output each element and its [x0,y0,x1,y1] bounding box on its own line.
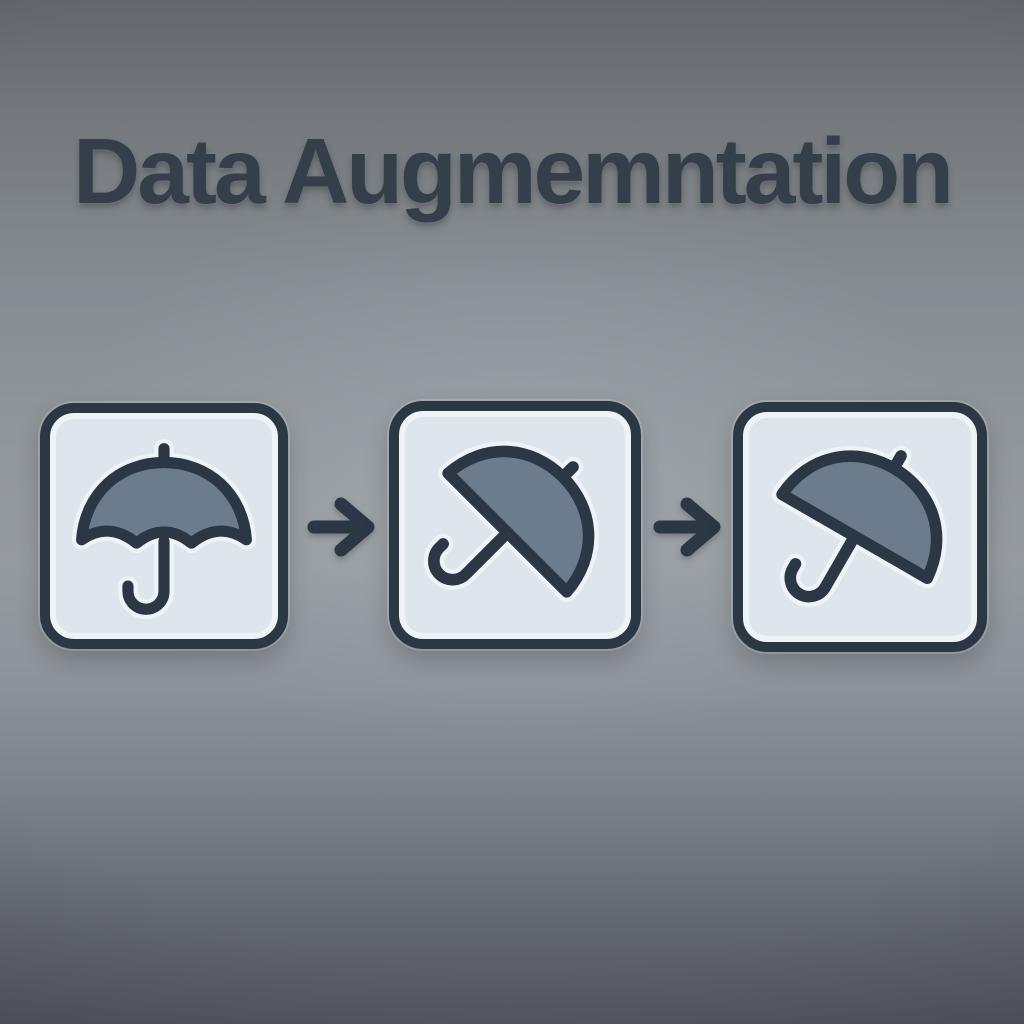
sample-card-augmented-30 [733,402,987,652]
sample-card-augmented-45 [389,401,641,649]
umbrella-rotation-group [82,449,247,610]
arrow-right-icon [307,497,375,557]
umbrella-rotation-group [753,420,967,634]
umbrella-rotation-group [408,418,622,632]
umbrella-upright-icon [61,423,267,629]
arrow-right-icon [653,497,721,557]
sample-card-original [40,403,288,649]
umbrella-tilted-icon [408,418,622,632]
umbrella-tilted-icon [753,420,967,634]
page-title: Data Augmemntation [73,119,954,223]
